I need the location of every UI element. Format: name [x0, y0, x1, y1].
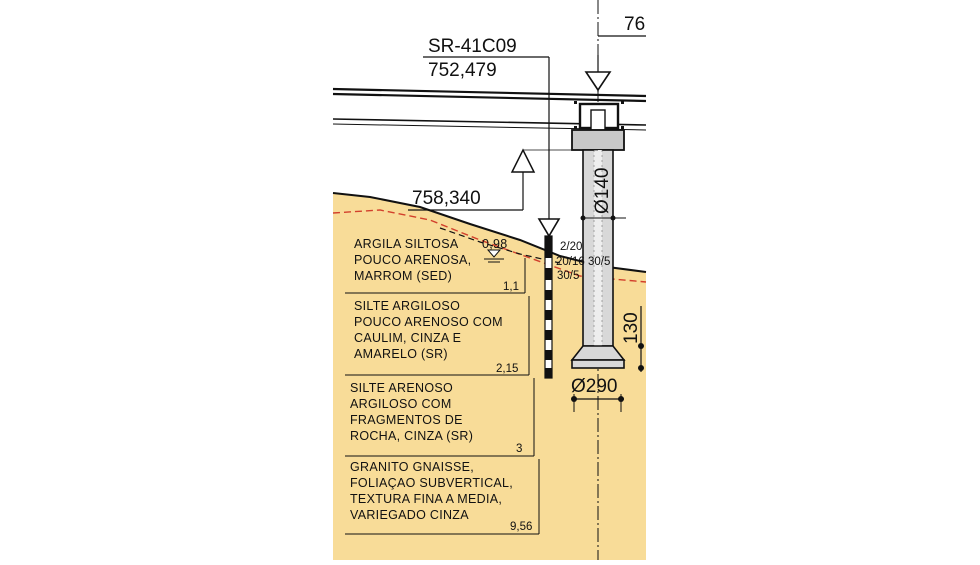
borehole-header: SR-41C09 752,479	[423, 36, 550, 236]
borehole-id: SR-41C09	[428, 36, 517, 57]
layer-2-depth: 2,15	[496, 363, 518, 375]
soil-mass	[333, 193, 646, 560]
layer-4-line-2: FOLIAÇAO SUBVERTICAL,	[350, 476, 513, 490]
layer-1-line-1: ARGILA SILTOSA	[354, 237, 459, 251]
bell-height-dimension: 130	[621, 306, 644, 372]
layer-2-line-4: AMARELO (SR)	[354, 347, 448, 361]
spt-value-1: 2/20	[560, 241, 582, 253]
spt-value-2: 20/16 30/5	[556, 256, 610, 268]
layer-2-line-1: SILTE ARGILOSO	[354, 299, 460, 313]
shaft-diameter-label: Ø140	[592, 168, 613, 214]
layer-boundaries	[345, 258, 540, 535]
pile-cap	[571, 101, 625, 151]
pile-shaft: Ø140	[580, 149, 626, 347]
layer-2-line-3: CAULIM, CINZA E	[354, 331, 461, 345]
layer-1-description: ARGILA SILTOSA POUCO ARENOSA, MARROM (SE…	[354, 237, 519, 293]
top-dimension-label: 76	[624, 14, 645, 35]
layer-1-line-3: MARROM (SED)	[354, 269, 452, 283]
layer-3-line-1: SILTE ARENOSO	[350, 381, 453, 395]
layer-4-line-4: VARIEGADO CINZA	[350, 508, 469, 522]
foundation-level-label: 758,340	[412, 188, 481, 209]
cut-dashed-line	[439, 227, 561, 264]
layer-1-line-2: POUCO ARENOSA,	[354, 253, 471, 267]
layer-4-line-1: GRANITO GNAISSE,	[350, 460, 474, 474]
layer-4-line-3: TEXTURA FINA A MEDIA,	[350, 492, 502, 506]
borehole-collar-marker	[537, 218, 561, 238]
borehole-collar-elevation: 752,479	[428, 60, 497, 81]
layer-4-description: GRANITO GNAISSE, FOLIAÇAO SUBVERTICAL, T…	[350, 460, 532, 533]
spt-value-3: 30/5	[557, 270, 579, 282]
layer-3-depth: 3	[516, 443, 522, 455]
original-terrain-dashed-line	[332, 209, 647, 283]
layer-3-description: SILTE ARENOSO ARGILOSO COM FRAGMENTOS DE…	[350, 381, 522, 455]
bell-diameter-label: Ø290	[571, 376, 617, 397]
layer-3-line-2: ARGILOSO COM	[350, 397, 452, 411]
bell-height-label: 130	[621, 312, 642, 344]
pile-bell: Ø290	[570, 345, 626, 412]
layer-3-line-3: FRAGMENTOS DE	[350, 413, 463, 427]
water-level-label: 0,98	[482, 237, 508, 251]
layer-4-depth: 9,56	[510, 521, 532, 533]
borehole-log-column	[544, 235, 553, 379]
layer-2-line-2: POUCO ARENOSO COM	[354, 315, 503, 329]
foundation-level: 758,340	[408, 148, 598, 211]
top-dimension: 76	[598, 14, 646, 37]
layer-1-depth: 1,1	[503, 281, 519, 293]
beam-level-marker	[584, 55, 612, 92]
layer-3-line-4: ROCHA, CINZA (SR)	[350, 429, 473, 443]
layer-2-description: SILTE ARGILOSO POUCO ARENOSO COM CAULIM,…	[354, 299, 518, 375]
water-level-marker: 0,98	[482, 237, 508, 263]
